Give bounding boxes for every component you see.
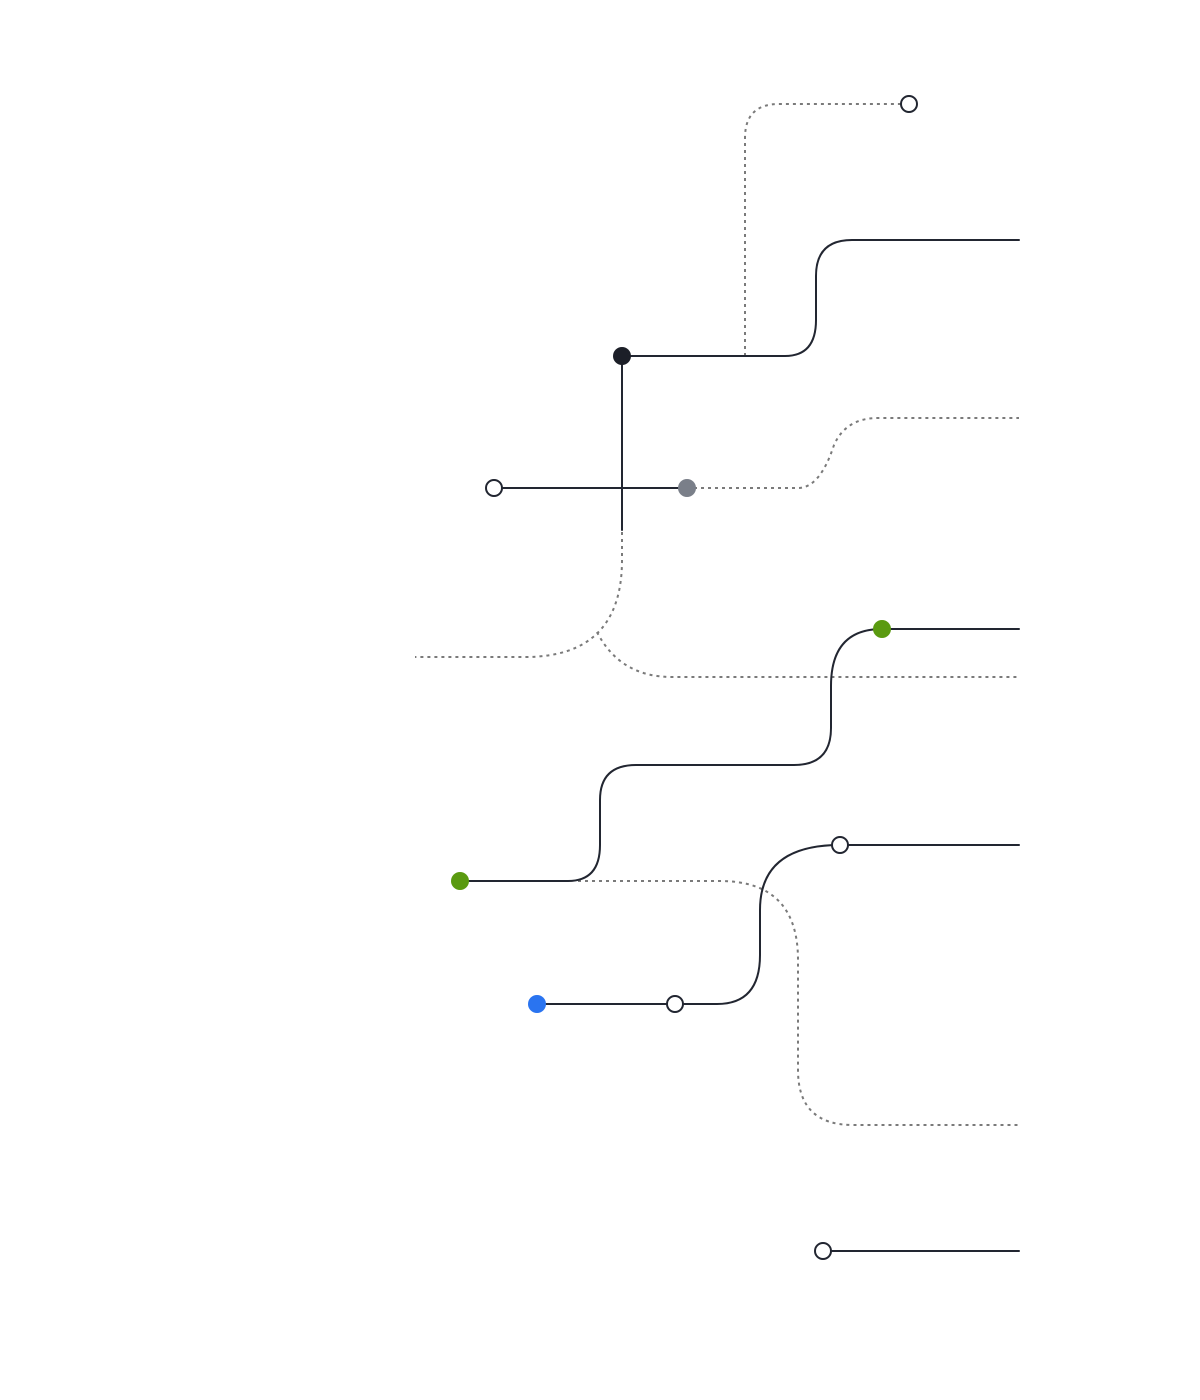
- gray-dotted-branch-line: [687, 417, 1019, 489]
- blue-to-right-branch-line: [536, 844, 1020, 1005]
- mid-hollow-node: [666, 995, 684, 1013]
- upper-green-node: [873, 620, 891, 638]
- solid-paths: [459, 239, 1020, 1252]
- lower-dotted-branch-line: [578, 880, 1019, 1126]
- bottom-hollow-node: [814, 1242, 832, 1260]
- right-hollow-node: [831, 836, 849, 854]
- nodes: [451, 95, 918, 1260]
- green-to-green-branch-line: [459, 628, 1020, 882]
- dotted-paths: [415, 103, 1019, 1126]
- left-trunk-dotted-curve-line: [415, 532, 623, 658]
- dark-junction-node: [613, 347, 631, 365]
- top-hollow-node: [900, 95, 918, 113]
- lower-green-node: [451, 872, 469, 890]
- gray-node-node: [678, 479, 696, 497]
- top-dotted-branch-line: [744, 103, 909, 356]
- blue-node-node: [528, 995, 546, 1013]
- upper-main-branch-line: [621, 239, 1020, 357]
- left-hollow-node: [485, 479, 503, 497]
- middle-dotted-branch-line: [596, 631, 1019, 678]
